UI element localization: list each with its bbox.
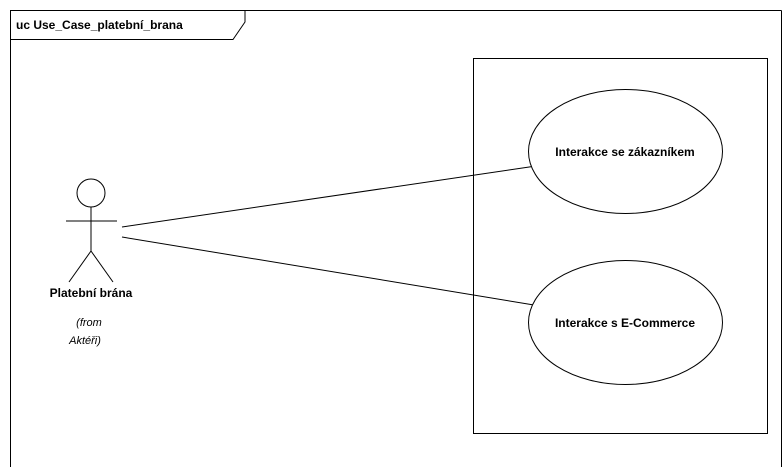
actor-origin-line2: Aktéři) [68,335,101,347]
association-line-ecommerce[interactable] [121,236,541,307]
use-case-label: Interakce s E-Commerce [555,316,695,330]
frame-name-tab: uc Use_Case_platební_brana [10,10,246,40]
actor-left-leg [68,250,92,283]
diagram-frame [10,10,782,467]
actor-right-leg [90,250,114,283]
association-line-customer[interactable] [121,165,537,228]
actor-name: Platební brána [50,286,133,300]
frame-title: uc Use_Case_platební_brana [16,18,183,32]
use-case-ecommerce-interaction[interactable]: Interakce s E-Commerce [528,260,723,385]
use-case-customer-interaction[interactable]: Interakce se zákazníkem [528,89,723,214]
actor-origin-line1: (from [76,317,102,329]
system-boundary[interactable] [473,58,768,434]
use-case-label: Interakce se zákazníkem [555,145,694,159]
actor-stick-figure[interactable] [66,178,117,283]
actor-head [76,178,106,208]
